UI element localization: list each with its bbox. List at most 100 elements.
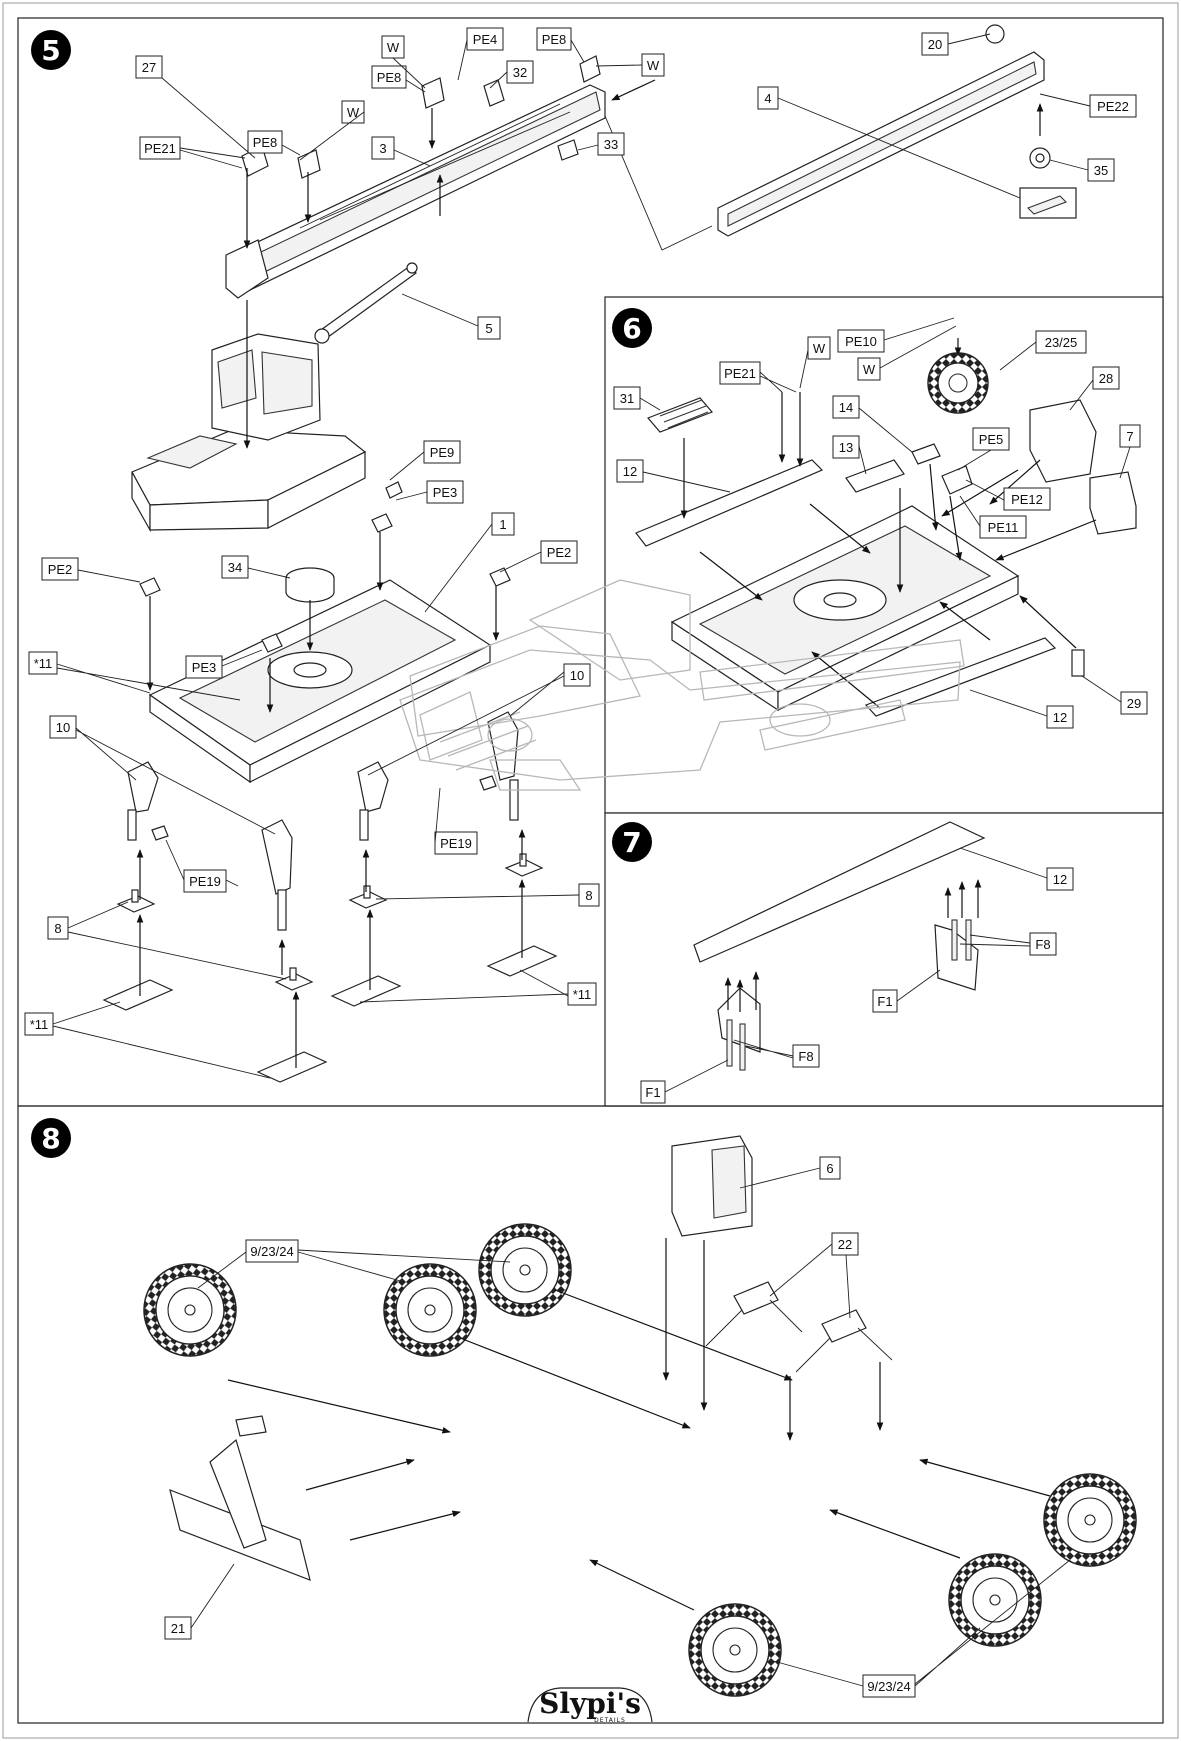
wheel-upper-1 — [383, 1263, 477, 1357]
callout-label: 28 — [1092, 366, 1120, 390]
callout-label: 7 — [1119, 424, 1141, 448]
callout-label: 35 — [1087, 158, 1115, 182]
callout-label: W — [857, 357, 881, 381]
callout-label: 4 — [757, 86, 779, 110]
svg-text:14: 14 — [839, 400, 853, 415]
callout-label: PE5 — [972, 427, 1010, 451]
boom-reference-line — [604, 115, 713, 251]
callout-label: 20 — [921, 32, 949, 56]
svg-text:12: 12 — [1053, 872, 1067, 887]
svg-text:28: 28 — [1099, 371, 1113, 386]
callout-label: PE19 — [183, 869, 227, 893]
tank-part-6 — [671, 1135, 753, 1237]
callout-label: PE12 — [1003, 487, 1051, 511]
svg-text:F8: F8 — [798, 1049, 813, 1064]
step-7-labels: 12 F8 F1 F8 F1 — [640, 847, 1074, 1104]
svg-text:27: 27 — [142, 60, 156, 75]
callout-label: PE21 — [719, 361, 761, 385]
deck-plate-12-top — [635, 459, 824, 547]
svg-text:PE19: PE19 — [189, 874, 221, 889]
strip-f8-right-a — [951, 919, 958, 961]
callout-label: PE3 — [426, 480, 464, 504]
svg-text:9/23/24: 9/23/24 — [250, 1244, 293, 1259]
svg-text:3: 3 — [379, 141, 386, 156]
svg-text:PE11: PE11 — [988, 520, 1019, 535]
callout-label: 27 — [135, 55, 163, 79]
callout-label: F8 — [1029, 932, 1057, 956]
turntable-part-34 — [285, 567, 335, 603]
outrigger-feet — [116, 853, 544, 991]
callout-label: 34 — [221, 555, 249, 579]
brand-name: Slypi's — [539, 1687, 641, 1720]
svg-text:8: 8 — [585, 888, 592, 903]
outrigger-frame — [148, 579, 492, 784]
callout-label: 13 — [832, 435, 860, 459]
callout-label: PE22 — [1089, 94, 1137, 118]
step-6-illustration — [635, 338, 1137, 717]
deck-plate-12-bottom — [864, 637, 1057, 717]
strip-f8-left-a — [726, 1019, 733, 1067]
callout-label: PE8 — [371, 65, 407, 89]
svg-text:12: 12 — [623, 464, 637, 479]
svg-text:W: W — [813, 341, 826, 356]
svg-text:W: W — [647, 58, 660, 73]
callout-label: 1 — [491, 512, 515, 536]
svg-text:PE21: PE21 — [724, 366, 756, 381]
svg-text:6: 6 — [622, 312, 641, 345]
plate-13 — [845, 459, 905, 493]
wheel-upper-2 — [478, 1223, 572, 1317]
svg-text:7: 7 — [1126, 429, 1133, 444]
svg-text:8: 8 — [54, 921, 61, 936]
step-badge-6: 6 — [612, 308, 652, 348]
callout-label: 31 — [613, 386, 641, 410]
svg-text:6: 6 — [826, 1161, 833, 1176]
callout-label: 5 — [477, 316, 501, 340]
svg-text:8: 8 — [41, 1122, 60, 1155]
svg-text:W: W — [387, 40, 400, 55]
battery-box-28 — [1029, 399, 1097, 483]
svg-text:F1: F1 — [877, 994, 892, 1009]
callout-label: PE9 — [423, 440, 461, 464]
svg-text:20: 20 — [928, 37, 942, 52]
callout-label: PE8 — [247, 130, 283, 154]
part-14 — [911, 443, 941, 465]
svg-text:W: W — [863, 362, 876, 377]
outrigger-legs — [127, 711, 519, 931]
spare-wheel-23-25 — [927, 352, 989, 414]
callout-label: PE4 — [466, 27, 504, 51]
callout-label: 29 — [1120, 691, 1148, 715]
svg-text:*11: *11 — [573, 987, 592, 1002]
callout-label: 22 — [831, 1232, 859, 1256]
svg-text:33: 33 — [604, 137, 618, 152]
svg-text:13: 13 — [839, 440, 853, 455]
svg-text:F8: F8 — [1035, 937, 1050, 952]
svg-text:PE10: PE10 — [845, 334, 877, 349]
deck-plate-12 — [693, 821, 986, 963]
svg-text:10: 10 — [570, 668, 584, 683]
svg-text:PE3: PE3 — [192, 660, 217, 675]
box-7 — [1089, 471, 1137, 535]
wheel-lower-2 — [948, 1553, 1042, 1647]
callout-label: 12 — [616, 459, 644, 483]
svg-text:PE12: PE12 — [1011, 492, 1043, 507]
callout-label: W — [807, 336, 831, 360]
svg-text:32: 32 — [513, 65, 527, 80]
svg-text:PE8: PE8 — [377, 70, 402, 85]
svg-text:W: W — [347, 105, 360, 120]
svg-text:12: 12 — [1053, 710, 1067, 725]
svg-text:PE21: PE21 — [144, 141, 176, 156]
callout-label: 14 — [832, 395, 860, 419]
svg-text:10: 10 — [56, 720, 70, 735]
step-8-labels: 6 9/23/24 22 21 9/23/24 — [164, 1156, 1071, 1698]
svg-text:7: 7 — [622, 826, 641, 859]
svg-text:34: 34 — [228, 560, 242, 575]
boom-arm — [225, 84, 606, 299]
callout-label: *11 — [28, 651, 58, 675]
callout-label: PE19 — [434, 831, 478, 855]
svg-text:*11: *11 — [30, 1017, 49, 1032]
frame-step-6 — [670, 505, 1020, 712]
assembly-arrows-step-7 — [724, 879, 982, 1012]
suspension-part-22 — [705, 1281, 893, 1373]
callout-label: 3 — [371, 136, 395, 160]
